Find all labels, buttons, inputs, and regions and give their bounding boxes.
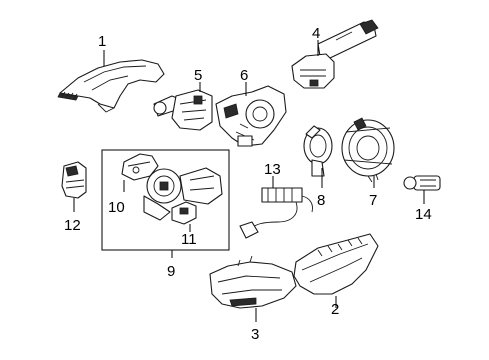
part-12-switch-cylinder — [61, 161, 87, 199]
callout-7: 7 — [369, 192, 377, 209]
part-9-lock-housing — [143, 167, 223, 221]
part-14-lock-cylinder — [403, 175, 441, 191]
callout-6: 6 — [240, 67, 248, 84]
part-5-turn-signal-switch — [153, 89, 213, 131]
part-13-wiring-harness — [239, 187, 313, 239]
callout-13: 13 — [264, 161, 281, 178]
callout-12: 12 — [64, 217, 81, 234]
callout-10: 10 — [108, 199, 125, 216]
callout-4: 4 — [312, 25, 320, 42]
callout-1: 1 — [98, 33, 106, 50]
callout-11: 11 — [181, 231, 197, 248]
part-4-wiper-switch — [291, 19, 379, 89]
part-11-lock-switch — [171, 201, 197, 225]
callout-14: 14 — [415, 206, 432, 223]
part-8-sensor — [303, 125, 333, 177]
group-box-9 — [101, 149, 230, 251]
part-1-upper-cover — [57, 59, 165, 113]
callout-2: 2 — [331, 301, 339, 318]
part-2-lower-cover-right — [293, 233, 379, 295]
callout-3: 3 — [251, 326, 259, 343]
callout-5: 5 — [194, 67, 202, 84]
callout-9: 9 — [167, 263, 175, 280]
part-3-lower-cover-left — [209, 255, 297, 309]
callout-8: 8 — [317, 192, 325, 209]
part-10-bracket — [121, 153, 159, 181]
part-6-switch-housing — [215, 85, 287, 147]
part-7-clockspring — [341, 117, 395, 183]
